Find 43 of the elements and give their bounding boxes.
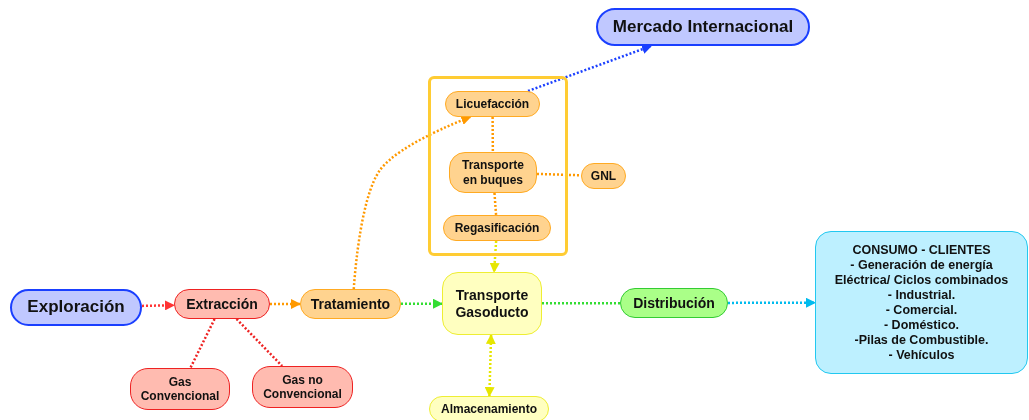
list-item: - Comercial. — [885, 302, 958, 318]
connector-arrow — [484, 334, 496, 397]
list-item: - Generación de energía Eléctrica/ Ciclos combinados — [833, 257, 1010, 288]
topic-box — [429, 396, 549, 420]
topic-box — [443, 215, 551, 241]
topic-box — [174, 289, 270, 319]
topic-label: Distribución — [633, 294, 715, 312]
topic-label: Mercado Internacional — [612, 16, 794, 38]
topic-label: Transporte Gasoducto — [454, 286, 530, 321]
topic-label: Gas Convencional — [139, 374, 221, 404]
topic-box — [130, 368, 230, 410]
topic-box — [300, 289, 401, 319]
topic-label: Almacenamiento — [441, 401, 537, 417]
connector-arrow — [401, 298, 443, 309]
topic-label: Tratamiento — [310, 295, 391, 313]
topic-box — [581, 163, 626, 189]
list-item: - Industrial. — [887, 287, 956, 303]
topic-box — [596, 8, 810, 46]
topic-box — [10, 289, 142, 326]
topic-label: Licuefacción — [455, 96, 530, 112]
topic-label: Extracción — [186, 295, 258, 313]
connector-arrow — [141, 300, 175, 311]
list-item: - Doméstico. — [884, 317, 959, 333]
list-item: - Vehículos — [888, 347, 955, 363]
topic-box — [442, 272, 542, 335]
list-item: -Pilas de Combustible. — [854, 332, 989, 348]
topic-box — [815, 231, 1028, 374]
connector-arrow — [352, 115, 472, 290]
topic-label: Gas no Convencional — [262, 372, 343, 402]
topic-label: Exploración — [27, 297, 125, 318]
connector-arrow — [489, 240, 500, 273]
topic-box — [449, 152, 537, 193]
box-heading: CONSUMO - CLIENTES — [852, 242, 991, 258]
connector-arrow — [270, 299, 301, 309]
topic-box — [445, 91, 540, 117]
topic-box — [252, 366, 353, 408]
topic-label: Transporte en buques — [461, 158, 525, 187]
topic-label: GNL — [590, 168, 617, 184]
topic-box — [620, 288, 728, 318]
connector-arrow — [728, 297, 816, 308]
connector-arrow — [527, 44, 652, 93]
group-frame — [428, 76, 568, 256]
topic-label: Regasificación — [454, 220, 540, 236]
